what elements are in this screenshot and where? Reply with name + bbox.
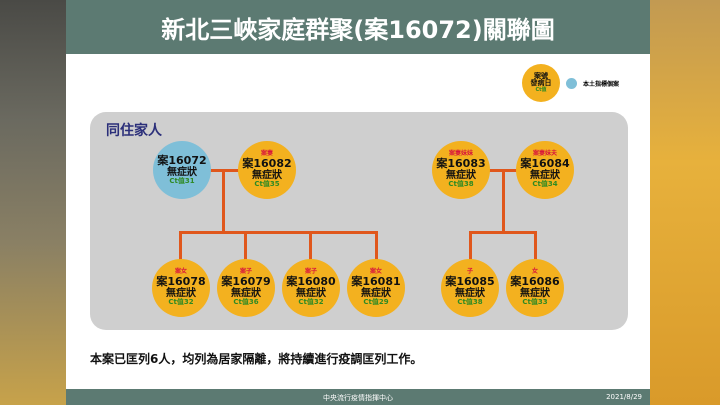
symptom: 無症狀 — [520, 288, 550, 299]
connector — [309, 231, 312, 261]
slide: 新北三峽家庭群聚(案16072)關聯圖 案號 發病日 Ct值 本土指標個案 同住… — [66, 0, 650, 405]
legend-blue-label: 本土指標個案 — [583, 80, 620, 88]
connector — [210, 169, 250, 172]
legend-onset: 發病日 — [530, 79, 552, 88]
symptom: 無症狀 — [166, 288, 196, 299]
relation: 子 — [466, 268, 473, 276]
relation: 案妻妹妹 — [448, 150, 473, 158]
ct-value: Ct值36 — [233, 298, 259, 306]
case-node-16082: 案妻 案16082 無症狀 Ct值35 — [238, 141, 296, 199]
slide-title: 新北三峽家庭群聚(案16072)關聯圖 — [66, 0, 650, 54]
case-node-16080: 案子 案16080 無症狀 Ct值32 — [282, 259, 340, 317]
case-id: 案16079 — [221, 274, 271, 288]
symptom: 無症狀 — [167, 166, 197, 178]
ct-value: Ct值38 — [448, 180, 474, 188]
legend-ct: Ct值 — [535, 86, 547, 93]
ct-value: Ct值32 — [168, 298, 194, 306]
connector — [469, 231, 472, 261]
symptom: 無症狀 — [296, 288, 326, 299]
relation: 女 — [531, 268, 538, 276]
legend-case-no: 案號 — [534, 71, 548, 80]
panel-title: 同住家人 — [106, 123, 162, 139]
case-id: 案16082 — [242, 156, 292, 170]
connector — [502, 170, 505, 233]
footer-org: 中央流行疫情指揮中心 — [323, 394, 393, 402]
connector — [534, 231, 537, 261]
ct-value: Ct值29 — [363, 298, 389, 306]
connector — [488, 169, 528, 172]
relation: 案妻妹夫 — [532, 150, 557, 158]
connector — [375, 231, 378, 261]
case-id: 案16078 — [156, 274, 206, 288]
symptom: 無症狀 — [455, 288, 485, 299]
case-id: 案16086 — [510, 274, 560, 288]
case-node-16078: 案女 案16078 無症狀 Ct值32 — [152, 259, 210, 317]
case-node-16079: 案子 案16079 無症狀 Ct值36 — [217, 259, 275, 317]
ct-value: Ct值38 — [457, 298, 483, 306]
footer-date: 2021/8/29 — [606, 393, 642, 401]
ct-value: Ct值34 — [532, 180, 558, 188]
case-id: 案16080 — [286, 274, 336, 288]
symptom: 無症狀 — [252, 170, 282, 181]
blurred-background-right — [650, 0, 720, 405]
blurred-background-left — [0, 0, 66, 405]
ct-value: Ct值35 — [254, 180, 280, 188]
ct-value: Ct值33 — [522, 298, 548, 306]
symptom: 無症狀 — [231, 288, 261, 299]
summary-note: 本案已匡列6人，均列為居家隔離，將持續進行疫調匡列工作。 — [90, 352, 423, 366]
case-id: 案16083 — [436, 156, 486, 170]
relation: 案女 — [369, 268, 382, 276]
connector — [179, 231, 378, 234]
connector — [222, 170, 225, 233]
symptom: 無症狀 — [446, 170, 476, 181]
case-node-16072: 案16072 無症狀 Ct值31 — [153, 141, 211, 199]
case-node-16081: 案女 案16081 無症狀 Ct值29 — [347, 259, 405, 317]
legend: 案號 發病日 Ct值 本土指標個案 — [522, 64, 619, 102]
symptom: 無症狀 — [361, 288, 391, 299]
case-node-16083: 案妻妹妹 案16083 無症狀 Ct值38 — [432, 141, 490, 199]
connector — [469, 231, 536, 234]
relation: 案子 — [304, 268, 317, 276]
ct-value: Ct值31 — [169, 176, 195, 185]
case-id: 案16072 — [157, 153, 207, 167]
case-node-16085: 子 案16085 無症狀 Ct值38 — [441, 259, 499, 317]
legend-blue-dot — [566, 77, 577, 89]
footer: 中央流行疫情指揮中心 2021/8/29 — [66, 389, 650, 405]
relation: 案女 — [174, 268, 187, 276]
case-id: 案16084 — [520, 156, 570, 170]
relation: 案子 — [239, 268, 252, 276]
legend-node: 案號 發病日 Ct值 — [522, 64, 560, 102]
case-node-16086: 女 案16086 無症狀 Ct值33 — [506, 259, 564, 317]
case-node-16084: 案妻妹夫 案16084 無症狀 Ct值34 — [516, 141, 574, 199]
relation: 案妻 — [260, 150, 273, 158]
ct-value: Ct值32 — [298, 298, 324, 306]
connector — [179, 231, 182, 261]
symptom: 無症狀 — [530, 170, 560, 181]
case-id: 案16085 — [445, 274, 495, 288]
case-id: 案16081 — [351, 274, 401, 288]
connector — [244, 231, 247, 261]
